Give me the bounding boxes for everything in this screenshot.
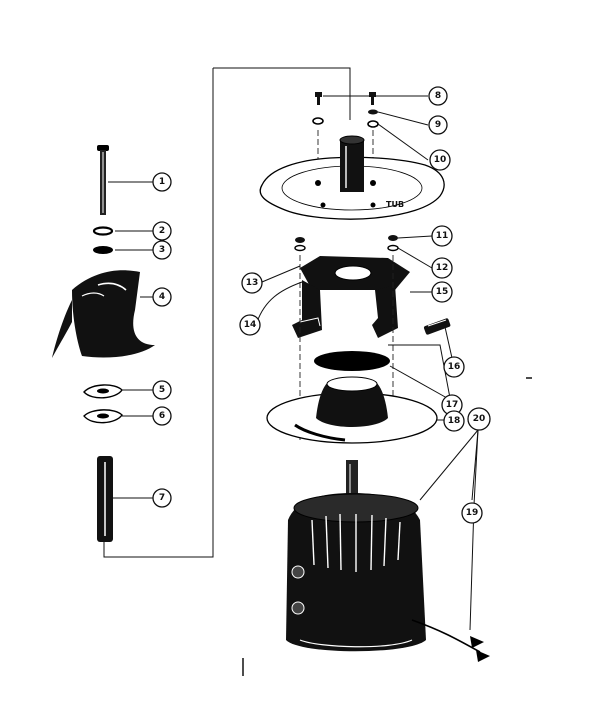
callout-9: 9 — [428, 115, 448, 135]
callout-15: 15 — [431, 281, 453, 303]
callout-5: 5 — [152, 380, 172, 400]
svg-text:10: 10 — [434, 155, 447, 165]
svg-text:1: 1 — [159, 177, 165, 187]
tub-label: TUB — [386, 200, 404, 209]
callout-18: 18 — [443, 410, 465, 432]
callout-2: 2 — [152, 221, 172, 241]
callout-3: 3 — [152, 240, 172, 260]
cam-part — [83, 384, 123, 399]
tub-plate: TUB — [259, 135, 445, 220]
agitator-fin — [52, 270, 155, 358]
svg-text:5: 5 — [159, 385, 165, 395]
callout-1: 1 — [152, 172, 172, 192]
callout-14: 14 — [239, 314, 261, 336]
callout-16: 16 — [443, 356, 465, 378]
svg-text:16: 16 — [448, 362, 461, 372]
svg-text:20: 20 — [473, 414, 486, 424]
cam-part-lower — [83, 409, 123, 424]
drive-pin — [423, 318, 451, 335]
shaft-sleeve — [97, 456, 113, 542]
callout-13: 13 — [241, 272, 263, 294]
svg-text:2: 2 — [159, 226, 165, 236]
svg-text:6: 6 — [159, 411, 165, 421]
callout-8: 8 — [428, 86, 448, 106]
svg-text:19: 19 — [466, 508, 479, 518]
bracket-screws — [294, 235, 399, 252]
callout-7: 7 — [152, 488, 172, 508]
callout-11: 11 — [431, 225, 453, 247]
svg-text:11: 11 — [436, 231, 449, 241]
rubber-seal — [314, 351, 390, 371]
washer-2 — [92, 226, 114, 236]
callout-6: 6 — [152, 406, 172, 426]
svg-text:17: 17 — [446, 400, 459, 410]
callout-12: 12 — [431, 257, 453, 279]
svg-text:12: 12 — [436, 263, 449, 273]
long-bolt — [97, 145, 109, 215]
top-screws — [312, 92, 379, 128]
motor-cone-cover — [266, 376, 438, 444]
svg-text:14: 14 — [244, 320, 257, 330]
callout-20: 20 — [467, 407, 491, 431]
svg-text:4: 4 — [159, 292, 165, 302]
callout-4: 4 — [152, 287, 172, 307]
motor-housing — [286, 460, 490, 662]
svg-text:8: 8 — [435, 91, 441, 101]
svg-text:18: 18 — [448, 416, 461, 426]
washer-3 — [93, 246, 113, 254]
svg-text:3: 3 — [159, 245, 165, 255]
svg-text:9: 9 — [435, 120, 441, 130]
mounting-bracket — [292, 256, 410, 338]
callout-10: 10 — [429, 149, 451, 171]
svg-text:7: 7 — [159, 493, 165, 503]
svg-text:15: 15 — [436, 287, 449, 297]
callout-19: 19 — [461, 502, 483, 524]
svg-text:13: 13 — [246, 278, 259, 288]
